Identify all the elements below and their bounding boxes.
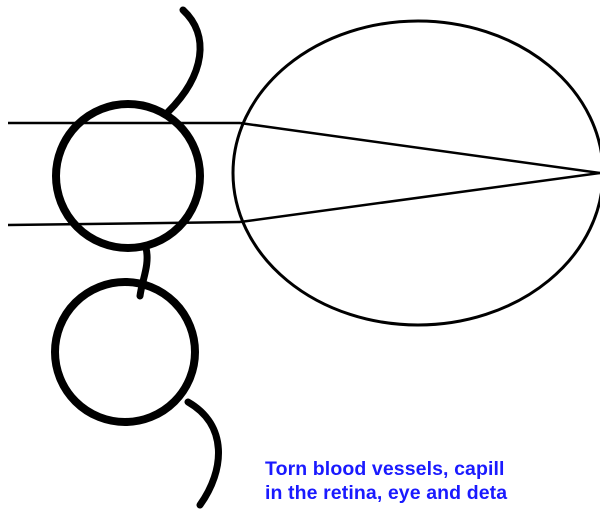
upper-lens-circle (56, 104, 200, 248)
upper-refracted-ray (240, 123, 600, 173)
eyeball-ellipse (233, 21, 600, 325)
lower-refracted-ray (240, 173, 600, 222)
caption-line-1: Torn blood vessels, capill (265, 457, 600, 481)
caption-line-2: in the retina, eye and deta (265, 481, 600, 505)
upper-curved-stroke (168, 10, 200, 112)
lower-light-ray (8, 222, 240, 225)
lower-curved-stroke (188, 402, 218, 505)
lower-lens-circle (55, 282, 195, 422)
caption-text: Torn blood vessels, capill in the retina… (265, 457, 600, 505)
